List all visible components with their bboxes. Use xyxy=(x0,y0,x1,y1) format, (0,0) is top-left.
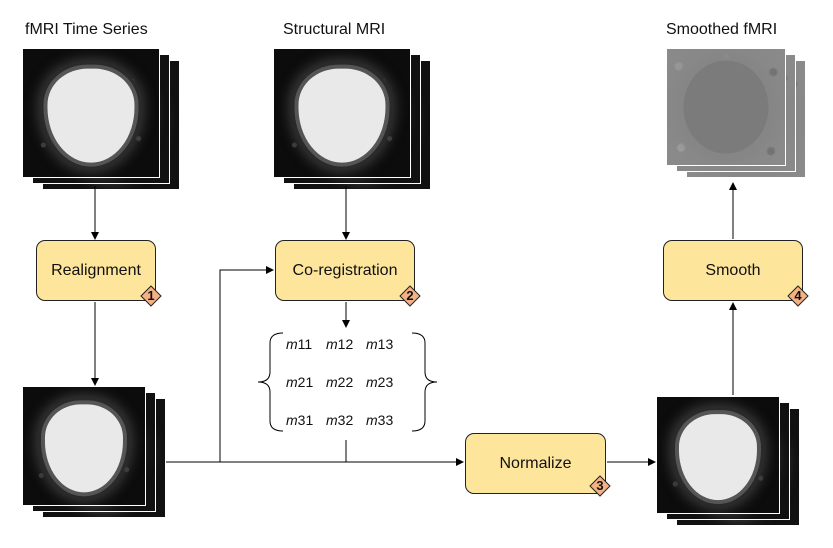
coregistration-label: Co-registration xyxy=(292,261,398,279)
matrix-cell-m32: m32 xyxy=(326,412,354,428)
normalize-label: Normalize xyxy=(499,454,572,472)
matrix-cell-m31: m31 xyxy=(286,412,314,428)
smooth-step[interactable]: Smooth xyxy=(663,240,803,301)
matrix-cell-m23: m23 xyxy=(366,374,394,390)
smooth-label: Smooth xyxy=(705,261,761,279)
coregistration-step[interactable]: Co-registration xyxy=(275,240,415,301)
realignment-label: Realignment xyxy=(51,261,141,279)
title-structural-mri: Structural MRI xyxy=(283,21,386,38)
arrow-realigned-to-coregistration xyxy=(219,266,274,462)
step-badge-4: 4 xyxy=(787,285,809,307)
matrix-cell-m21: m21 xyxy=(286,374,314,390)
matrix-cell-m33: m33 xyxy=(366,412,394,428)
matrix-cell-m12: m12 xyxy=(326,336,354,352)
step-badge-1: 1 xyxy=(140,285,162,307)
title-smoothed-fmri: Smoothed fMRI xyxy=(666,21,778,38)
matrix-right-brace xyxy=(411,332,438,432)
normalize-step[interactable]: Normalize xyxy=(465,433,606,494)
matrix-cell-m22: m22 xyxy=(326,374,354,390)
matrix-left-brace xyxy=(257,332,284,432)
matrix-cell-m13: m13 xyxy=(366,336,394,352)
title-fmri-time-series: fMRI Time Series xyxy=(25,21,148,38)
step-badge-3: 3 xyxy=(589,475,611,497)
realignment-step[interactable]: Realignment xyxy=(36,240,156,301)
matrix-cell-m11: m11 xyxy=(286,336,313,352)
step-badge-2: 2 xyxy=(399,285,421,307)
